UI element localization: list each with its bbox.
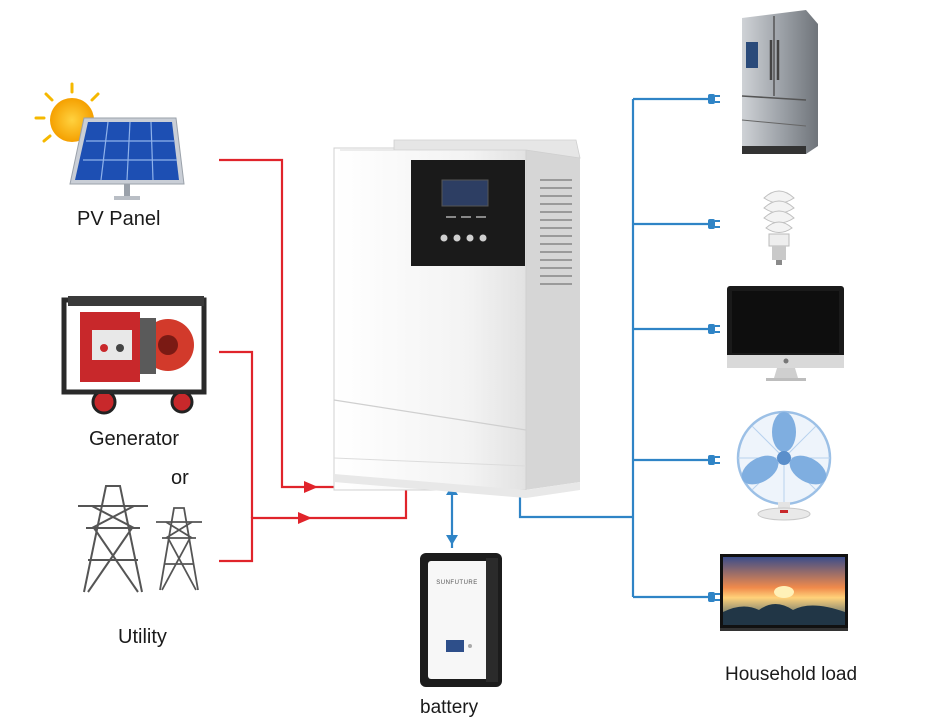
light-bulb-icon: [763, 190, 795, 265]
battery-label: battery: [420, 697, 479, 718]
refrigerator-icon: [741, 10, 818, 154]
generator-icon: [61, 296, 207, 415]
plug-icons: [708, 94, 720, 602]
computer-monitor-icon: [727, 286, 844, 381]
vent-grille: [540, 179, 572, 285]
utility-label: Utility: [118, 626, 167, 648]
output-trunk: [518, 488, 633, 519]
power-tower-icon: [78, 485, 148, 593]
plug-icon: [708, 219, 720, 229]
inverter: [333, 139, 581, 498]
generator-input-line: [219, 350, 254, 518]
desk-fan-icon: [736, 410, 832, 521]
status-leds: [446, 216, 486, 218]
ac-output-lines: [518, 97, 708, 599]
inverter-control-panel: [411, 160, 525, 266]
inverter-lcd: [441, 179, 489, 207]
generator-label: Generator: [89, 428, 180, 450]
battery-brand: SUNFUTURE: [436, 580, 478, 586]
arrow-right-icon: [304, 481, 318, 493]
plug-icon: [708, 592, 720, 602]
solar-panel-icon: [69, 117, 185, 200]
battery-pack: SUNFUTURE: [420, 553, 502, 687]
plug-icon: [708, 324, 720, 334]
arrow-down-icon: [446, 535, 458, 545]
household-load-label: Household load: [725, 664, 858, 685]
control-buttons: [440, 234, 487, 242]
or-label: or: [171, 467, 189, 489]
battery-link: [446, 485, 458, 548]
pv-panel-label: PV Panel: [77, 208, 161, 230]
plug-icon: [708, 455, 720, 465]
television-icon: [720, 554, 848, 631]
power-tower-icon: [156, 507, 202, 591]
arrow-right-icon: [298, 512, 312, 524]
battery-display: [446, 640, 464, 652]
plug-icon: [708, 94, 720, 104]
utility-input-line: [219, 478, 408, 563]
ac-input-arrows: [298, 481, 318, 524]
